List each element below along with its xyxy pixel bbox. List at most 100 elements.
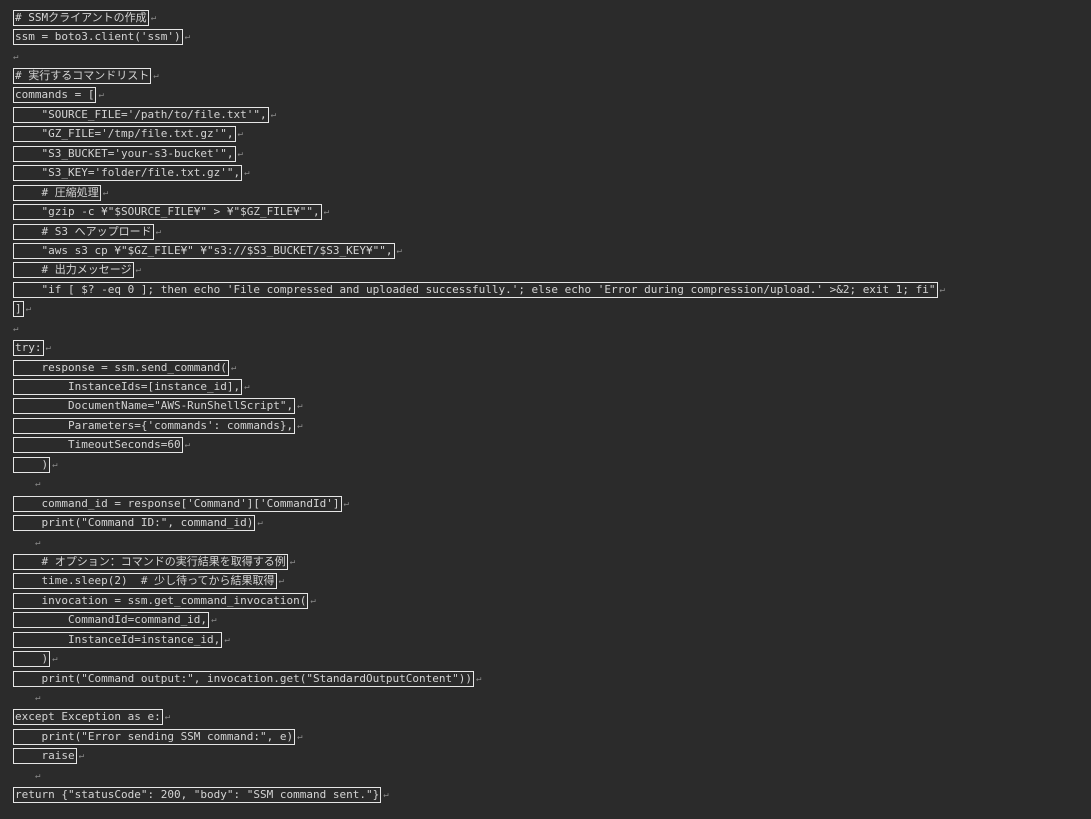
code-line[interactable]: TimeoutSeconds=60↵ xyxy=(13,436,1091,455)
paragraph-mark-icon: ↵ xyxy=(155,226,162,237)
code-line[interactable]: # S3 へアップロード↵ xyxy=(13,222,1091,241)
code-line[interactable]: try:↵ xyxy=(13,338,1091,357)
paragraph-mark-icon: ↵ xyxy=(323,207,330,218)
paragraph-mark-icon: ↵ xyxy=(164,712,171,723)
paragraph-mark-icon: ↵ xyxy=(13,51,19,62)
code-text: TimeoutSeconds=60 xyxy=(13,437,183,454)
code-line[interactable]: ↵ xyxy=(13,475,1091,494)
code-line[interactable]: print("Command ID:", command_id)↵ xyxy=(13,513,1091,532)
paragraph-mark-icon: ↵ xyxy=(35,770,41,781)
code-text: # 出力メッセージ xyxy=(13,262,134,279)
paragraph-mark-icon: ↵ xyxy=(343,498,349,509)
code-text: response = ssm.send_command( xyxy=(13,359,229,376)
code-line[interactable]: # SSMクライアントの作成↵ xyxy=(13,8,1091,27)
code-line[interactable]: "if [ $? -eq 0 ]; then echo 'File compre… xyxy=(13,280,1091,299)
code-line[interactable]: CommandId=command_id,↵ xyxy=(13,611,1091,630)
code-text: time.sleep(2) # 少し待ってから結果取得 xyxy=(13,573,277,590)
code-line[interactable]: DocumentName="AWS-RunShellScript",↵ xyxy=(13,397,1091,416)
code-text: # S3 へアップロード xyxy=(13,223,154,240)
code-text: InstanceIds=[instance_id], xyxy=(13,379,243,396)
code-line[interactable]: time.sleep(2) # 少し待ってから結果取得↵ xyxy=(13,572,1091,591)
code-text: try: xyxy=(13,340,44,357)
code-line[interactable]: except Exception as e:↵ xyxy=(13,708,1091,727)
code-text: "aws s3 cp ¥"$GZ_FILE¥" ¥"s3://$S3_BUCKE… xyxy=(13,242,395,259)
code-line[interactable]: # 圧縮処理↵ xyxy=(13,183,1091,202)
code-line[interactable]: ↵ xyxy=(13,319,1091,338)
code-text: print("Error sending SSM command:", e) xyxy=(13,728,296,745)
code-line[interactable]: "SOURCE_FILE='/path/to/file.txt'",↵ xyxy=(13,105,1091,124)
paragraph-mark-icon: ↵ xyxy=(184,32,190,43)
paragraph-mark-icon: ↵ xyxy=(211,615,217,626)
paragraph-mark-icon: ↵ xyxy=(383,790,389,801)
paragraph-mark-icon: ↵ xyxy=(939,284,945,295)
code-line[interactable]: ssm = boto3.client('ssm')↵ xyxy=(13,27,1091,46)
document-editor[interactable]: # SSMクライアントの作成↵ssm = boto3.client('ssm')… xyxy=(13,8,1091,819)
paragraph-mark-icon: ↵ xyxy=(237,129,243,140)
code-line[interactable]: InstanceIds=[instance_id],↵ xyxy=(13,377,1091,396)
paragraph-mark-icon: ↵ xyxy=(396,245,402,256)
code-line[interactable]: print("Error sending SSM command:", e)↵ xyxy=(13,727,1091,746)
paragraph-mark-icon: ↵ xyxy=(78,751,85,762)
code-line[interactable]: # オプション：コマンドの実行結果を取得する例↵ xyxy=(13,552,1091,571)
code-text: return {"statusCode": 200, "body": "SSM … xyxy=(13,787,382,804)
code-text: "if [ $? -eq 0 ]; then echo 'File compre… xyxy=(13,281,938,298)
code-line[interactable]: "GZ_FILE='/tmp/file.txt.gz'",↵ xyxy=(13,125,1091,144)
code-line[interactable]: raise↵ xyxy=(13,747,1091,766)
code-line[interactable]: command_id = response['Command']['Comman… xyxy=(13,494,1091,513)
code-text: # オプション：コマンドの実行結果を取得する例 xyxy=(13,553,288,570)
code-line[interactable]: ↵ xyxy=(13,688,1091,707)
code-line[interactable]: ↵ xyxy=(13,533,1091,552)
code-text: "GZ_FILE='/tmp/file.txt.gz'", xyxy=(13,126,236,143)
code-line[interactable]: response = ssm.send_command(↵ xyxy=(13,358,1091,377)
code-line[interactable]: )↵ xyxy=(13,455,1091,474)
paragraph-mark-icon: ↵ xyxy=(297,401,303,412)
paragraph-mark-icon: ↵ xyxy=(297,731,303,742)
code-text: raise xyxy=(13,748,77,765)
paragraph-mark-icon: ↵ xyxy=(153,71,159,82)
paragraph-mark-icon: ↵ xyxy=(98,90,104,101)
code-text: "SOURCE_FILE='/path/to/file.txt'", xyxy=(13,106,269,123)
code-line[interactable]: "S3_KEY='folder/file.txt.gz'",↵ xyxy=(13,164,1091,183)
paragraph-mark-icon: ↵ xyxy=(297,420,303,431)
code-line[interactable]: # 実行するコマンドリスト↵ xyxy=(13,66,1091,85)
code-line[interactable]: InstanceId=instance_id,↵ xyxy=(13,630,1091,649)
code-text: command_id = response['Command']['Comman… xyxy=(13,495,342,512)
code-line[interactable]: )↵ xyxy=(13,649,1091,668)
paragraph-mark-icon: ↵ xyxy=(244,168,250,179)
code-text: Parameters={'commands': commands}, xyxy=(13,417,296,434)
code-line[interactable]: "S3_BUCKET='your-s3-bucket'",↵ xyxy=(13,144,1091,163)
code-text: print("Command ID:", command_id) xyxy=(13,515,256,532)
code-line[interactable]: Parameters={'commands': commands},↵ xyxy=(13,416,1091,435)
code-line[interactable]: print("Command output:", invocation.get(… xyxy=(13,669,1091,688)
code-text: "S3_KEY='folder/file.txt.gz'", xyxy=(13,165,243,182)
paragraph-mark-icon: ↵ xyxy=(237,148,243,159)
code-line[interactable]: ↵ xyxy=(13,47,1091,66)
code-line[interactable]: ]↵ xyxy=(13,300,1091,319)
code-text: ssm = boto3.client('ssm') xyxy=(13,29,183,46)
code-line[interactable]: ↵ xyxy=(13,766,1091,785)
paragraph-mark-icon: ↵ xyxy=(52,459,58,470)
code-line[interactable]: return {"statusCode": 200, "body": "SSM … xyxy=(13,786,1091,805)
paragraph-mark-icon: ↵ xyxy=(224,634,230,645)
code-text: ) xyxy=(13,456,51,473)
paragraph-mark-icon: ↵ xyxy=(184,440,190,451)
paragraph-mark-icon: ↵ xyxy=(244,382,250,393)
paragraph-mark-icon: ↵ xyxy=(25,304,32,315)
code-text: print("Command output:", invocation.get(… xyxy=(13,670,474,687)
code-text: ) xyxy=(13,651,51,668)
code-text: # 圧縮処理 xyxy=(13,184,101,201)
code-line[interactable]: invocation = ssm.get_command_invocation(… xyxy=(13,591,1091,610)
code-line[interactable]: "gzip -c ¥"$SOURCE_FILE¥" > ¥"$GZ_FILE¥"… xyxy=(13,202,1091,221)
code-line[interactable]: "aws s3 cp ¥"$GZ_FILE¥" ¥"s3://$S3_BUCKE… xyxy=(13,241,1091,260)
paragraph-mark-icon: ↵ xyxy=(135,265,141,276)
paragraph-mark-icon: ↵ xyxy=(13,323,19,334)
code-text: except Exception as e: xyxy=(13,709,163,726)
paragraph-mark-icon: ↵ xyxy=(35,479,41,490)
paragraph-mark-icon: ↵ xyxy=(475,673,482,684)
code-line[interactable]: commands = [↵ xyxy=(13,86,1091,105)
code-text: # 実行するコマンドリスト xyxy=(13,68,152,85)
code-text: commands = [ xyxy=(13,87,97,104)
paragraph-mark-icon: ↵ xyxy=(35,537,41,548)
code-line[interactable]: # 出力メッセージ↵ xyxy=(13,261,1091,280)
paragraph-mark-icon: ↵ xyxy=(45,343,51,354)
